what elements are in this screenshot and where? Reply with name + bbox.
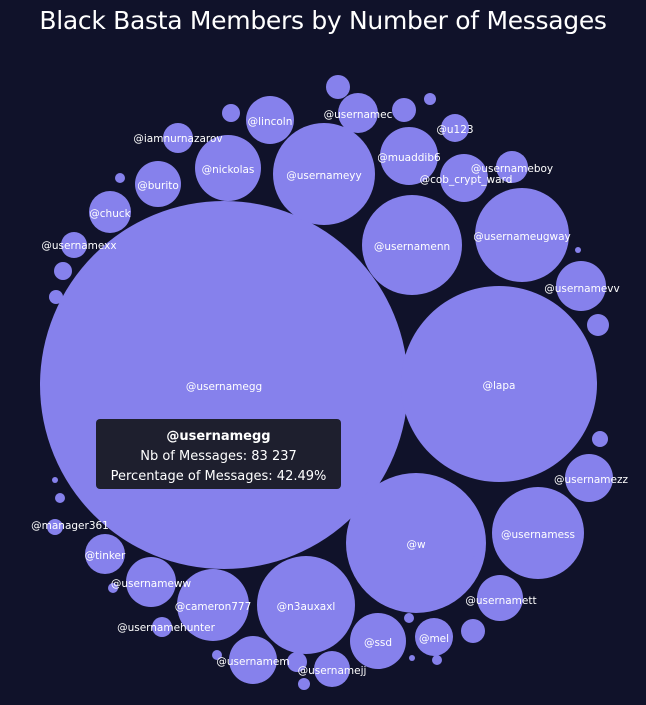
bubble-label: @chuck <box>89 208 131 220</box>
bubble-lincoln[interactable] <box>246 96 294 144</box>
bubble-nickolas[interactable] <box>195 135 261 201</box>
chart-title: Black Basta Members by Number of Message… <box>39 6 607 35</box>
bubble-label: @lapa <box>483 380 516 392</box>
tooltip: @usernamegg Nb of Messages: 83 237 Perce… <box>96 419 341 489</box>
bubble-label: @usernameugway <box>473 231 571 243</box>
bubble-unlabeled[interactable] <box>432 655 442 665</box>
bubble-usernamem[interactable] <box>229 636 277 684</box>
bubble-unlabeled[interactable] <box>409 655 415 661</box>
bubble-unlabeled[interactable] <box>49 290 63 304</box>
bubble-usernamess[interactable] <box>492 487 584 579</box>
bubble-usernamexx[interactable] <box>61 232 87 258</box>
bubble-w[interactable] <box>346 473 486 613</box>
bubble-label: @usernamegg <box>186 381 262 393</box>
bubble-usernamehunter[interactable] <box>152 617 172 637</box>
bubble-unlabeled[interactable] <box>54 262 72 280</box>
bubble-label: @burito <box>137 180 179 192</box>
bubble-unlabeled[interactable] <box>587 314 609 336</box>
bubble-label: @usernameww <box>111 578 192 590</box>
bubble-label: @cameron777 <box>175 601 252 613</box>
bubble-unlabeled[interactable] <box>472 556 480 564</box>
bubble-label: @usernamess <box>501 529 575 541</box>
bubble-lapa[interactable] <box>401 286 597 482</box>
bubble-label: @nickolas <box>202 164 255 176</box>
bubble-label: @u123 <box>436 124 473 136</box>
tooltip-name: @usernamegg <box>166 429 271 444</box>
bubble-unlabeled[interactable] <box>592 431 608 447</box>
bubble-label: @manager361 <box>31 520 109 532</box>
bubble-u123[interactable] <box>441 114 469 142</box>
bubble-label: @usernamehunter <box>117 622 216 634</box>
bubble-cob-crypt-ward[interactable] <box>440 154 488 202</box>
bubble-label: @usernamec <box>324 109 393 121</box>
bubble-label: @usernamevv <box>544 283 619 295</box>
bubble-label: @usernameyy <box>286 170 361 182</box>
bubble-ssd[interactable] <box>350 613 406 669</box>
bubble-unlabeled[interactable] <box>108 583 118 593</box>
bubble-unlabeled[interactable] <box>326 75 350 99</box>
bubble-usernamett[interactable] <box>477 575 523 621</box>
bubble-cameron777[interactable] <box>177 569 249 641</box>
bubble-label: @n3auxaxl <box>277 601 336 613</box>
bubble-label: @iamnurnazarov <box>133 133 222 145</box>
bubble-usernamec[interactable] <box>338 93 378 133</box>
bubble-unlabeled[interactable] <box>55 493 65 503</box>
bubble-unlabeled[interactable] <box>52 477 58 483</box>
bubble-unlabeled[interactable] <box>298 678 310 690</box>
bubble-unlabeled[interactable] <box>575 247 581 253</box>
bubble-unlabeled[interactable] <box>392 98 416 122</box>
bubble-mel[interactable] <box>415 618 453 656</box>
tooltip-messages: Nb of Messages: 83 237 <box>140 449 297 464</box>
bubble-unlabeled[interactable] <box>404 613 414 623</box>
bubble-manager361[interactable] <box>47 519 63 535</box>
bubble-n3auxaxl[interactable] <box>257 556 355 654</box>
bubble-usernameugway[interactable] <box>475 188 569 282</box>
bubble-usernamenn[interactable] <box>362 195 462 295</box>
bubble-tinker[interactable] <box>85 534 125 574</box>
bubble-muaddib6[interactable] <box>380 127 438 185</box>
bubble-label: @usernamezz <box>554 474 629 486</box>
bubble-usernameyy[interactable] <box>273 123 375 225</box>
bubble-label: @mel <box>419 633 449 645</box>
bubble-label: @cob_crypt_ward <box>420 174 513 186</box>
tooltip-percentage: Percentage of Messages: 42.49% <box>110 469 327 484</box>
bubble-label: @w <box>406 539 426 551</box>
bubble-label: @lincoln <box>248 116 293 128</box>
bubble-label: @usernamenn <box>374 241 450 253</box>
bubble-label: @muaddib6 <box>377 152 441 164</box>
bubble-usernameboy[interactable] <box>496 151 528 183</box>
bubble-usernameww[interactable] <box>126 557 176 607</box>
bubble-unlabeled[interactable] <box>287 652 307 672</box>
bubble-unlabeled[interactable] <box>115 173 125 183</box>
bubble-label: @tinker <box>85 550 126 562</box>
bubble-usernamejj[interactable] <box>314 651 350 687</box>
bubble-label: @usernameboy <box>471 163 553 175</box>
bubble-label: @ssd <box>364 637 392 649</box>
bubble-unlabeled[interactable] <box>424 93 436 105</box>
bubble-label: @usernamexx <box>41 240 116 252</box>
bubble-label: @usernamejj <box>298 665 367 677</box>
bubble-chuck[interactable] <box>89 191 131 233</box>
bubble-unlabeled[interactable] <box>222 104 240 122</box>
bubble-burito[interactable] <box>135 161 181 207</box>
bubble-label: @usernamett <box>465 595 536 607</box>
bubble-usernamezz[interactable] <box>565 454 613 502</box>
bubble-iamnurnazarov[interactable] <box>163 123 193 153</box>
bubble-unlabeled[interactable] <box>212 650 222 660</box>
bubble-unlabeled[interactable] <box>461 619 485 643</box>
bubble-label: @usernamem <box>216 656 289 668</box>
bubble-usernamevv[interactable] <box>556 261 606 311</box>
